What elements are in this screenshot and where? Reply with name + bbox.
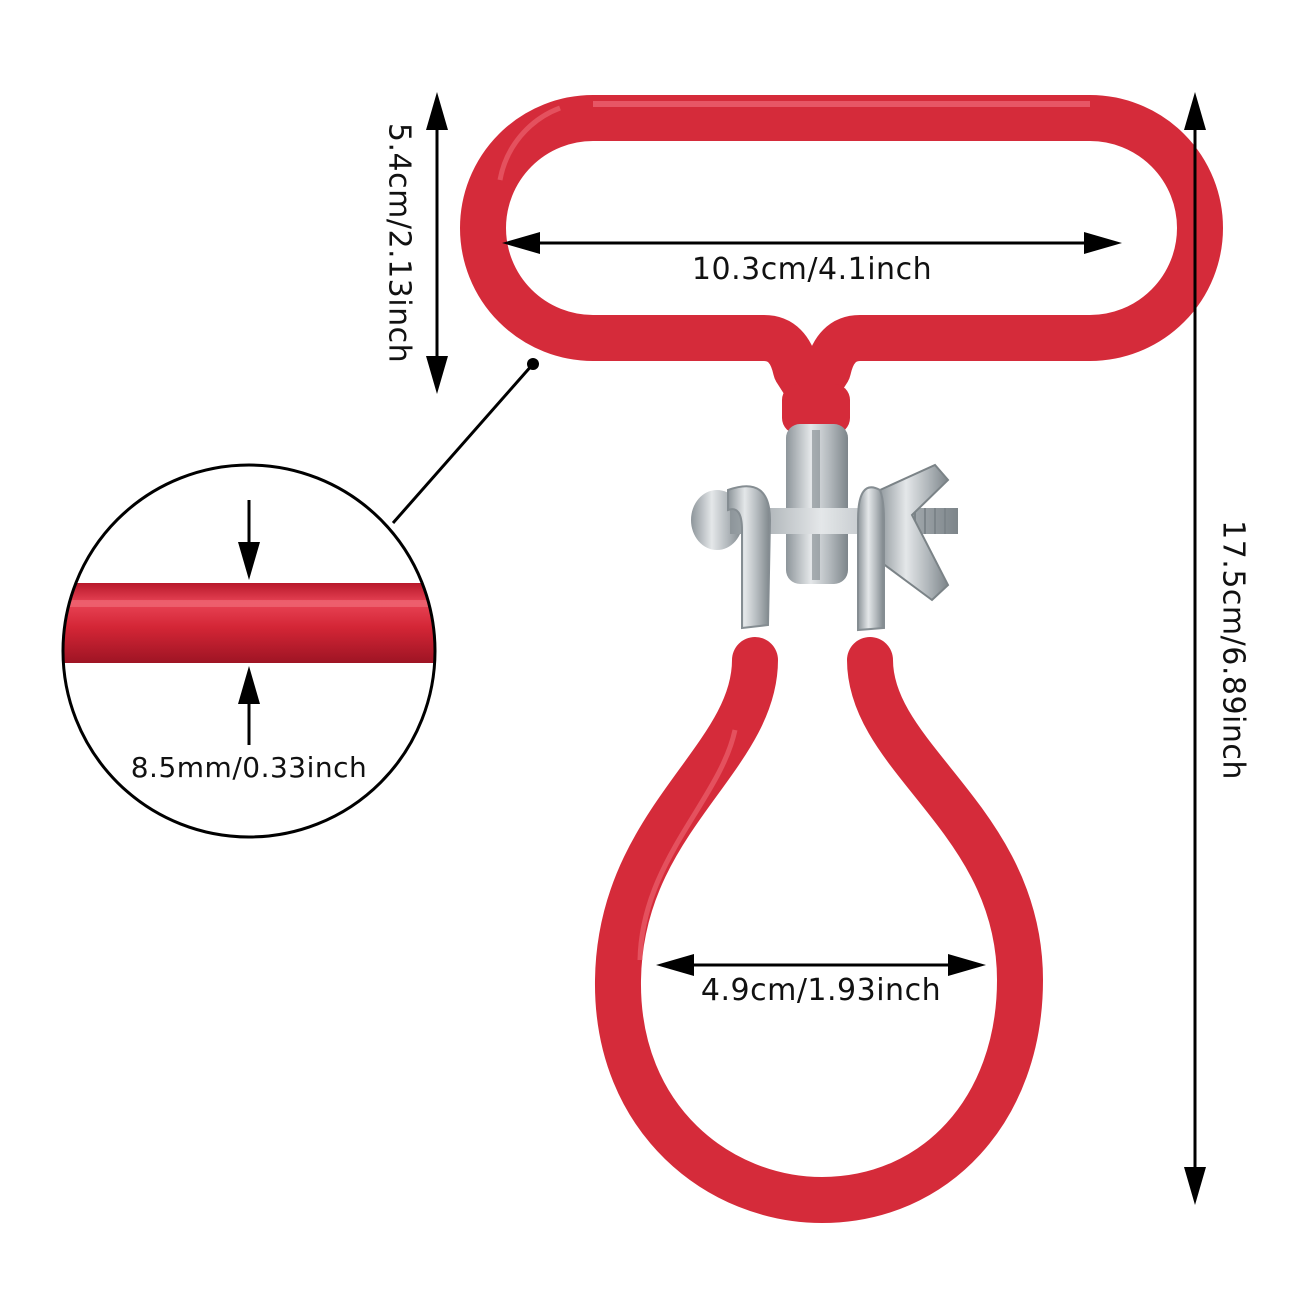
- arrowhead-up-icon: [426, 92, 448, 130]
- magnified-tube: [63, 583, 435, 663]
- arrowhead-up-icon: [238, 666, 260, 704]
- swivel-hardware: [691, 384, 958, 632]
- callout-leader: [391, 358, 539, 524]
- arrowhead-right-icon: [1084, 232, 1122, 254]
- arrowhead-down-icon: [238, 542, 260, 580]
- arrowhead-right-icon: [948, 954, 986, 976]
- total-height-dimension: 17.5cm/6.89inch: [1184, 92, 1251, 1205]
- arrowhead-left-icon: [656, 954, 694, 976]
- arrowhead-down-icon: [426, 356, 448, 394]
- tube-thickness-label: 8.5mm/0.33inch: [131, 751, 368, 784]
- handle-width-dimension: 10.3cm/4.1inch: [502, 232, 1122, 287]
- ring-width-dimension: 4.9cm/1.93inch: [656, 954, 986, 1008]
- handle-width-label: 10.3cm/4.1inch: [692, 252, 932, 287]
- total-height-label: 17.5cm/6.89inch: [1216, 520, 1251, 780]
- callout-dot-icon: [527, 358, 539, 370]
- handle-height-dimension: 5.4cm/2.13inch: [382, 92, 448, 394]
- bottom-ring-loop: [594, 637, 1044, 1224]
- handle-height-label: 5.4cm/2.13inch: [382, 123, 417, 363]
- arrowhead-left-icon: [502, 232, 540, 254]
- arrowhead-down-icon: [1184, 1167, 1206, 1205]
- arrowhead-up-icon: [1184, 92, 1206, 130]
- tube-thickness-callout: 8.5mm/0.33inch: [61, 463, 437, 839]
- ring-width-label: 4.9cm/1.93inch: [701, 973, 941, 1008]
